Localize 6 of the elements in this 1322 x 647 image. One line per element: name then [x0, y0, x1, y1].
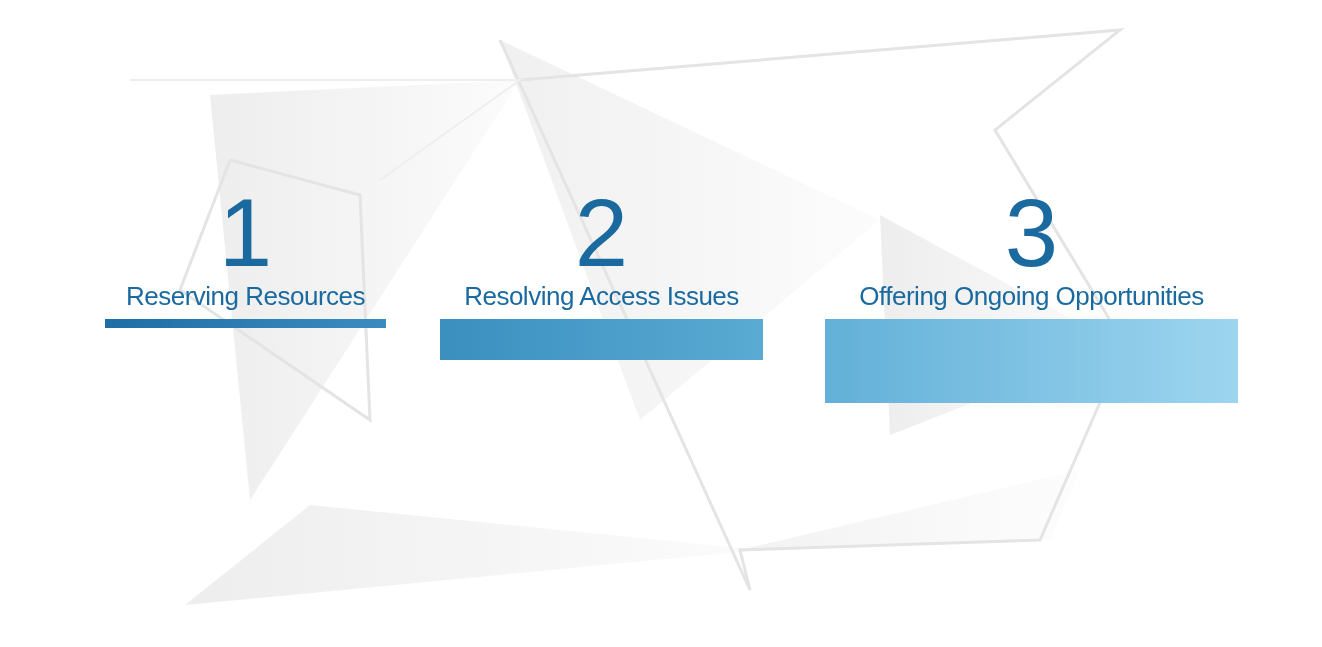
step-number: 3 — [1004, 185, 1059, 281]
step-number: 2 — [574, 185, 629, 281]
step-title: Reserving Resources — [125, 281, 366, 311]
step-title: Resolving Access Issues — [464, 281, 739, 311]
step-title: Offering Ongoing Opportunities — [859, 281, 1204, 311]
step-number: 1 — [218, 185, 273, 281]
